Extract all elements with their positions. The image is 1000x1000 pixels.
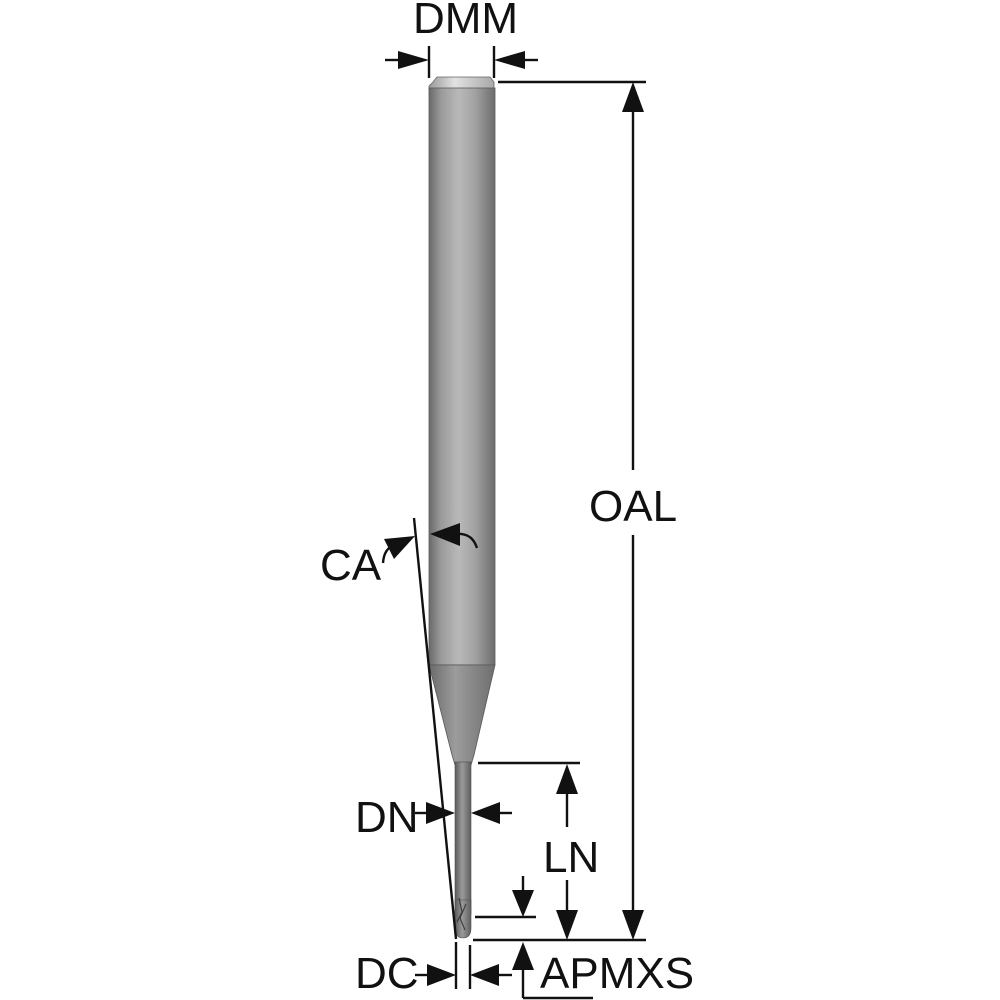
oal-dimension: OAL [498, 80, 677, 940]
dn-label: DN [355, 793, 419, 842]
shank-chamfer [428, 76, 495, 91]
shank [428, 87, 496, 666]
dmm-dimension: DMM [385, 0, 538, 78]
oal-label: OAL [589, 482, 677, 531]
ln-label: LN [543, 833, 599, 882]
dc-label: DC [355, 949, 419, 998]
ca-label: CA [320, 541, 382, 590]
apmxs-label: APMXS [540, 949, 694, 998]
ln-dimension: LN [478, 761, 599, 940]
cutting-head [454, 899, 472, 939]
apmxs-dimension: APMXS [473, 876, 694, 1000]
dc-dimension: DC [355, 942, 512, 998]
dn-dimension: DN [355, 793, 512, 842]
ca-dimension: CA [320, 517, 479, 940]
end-mill-tool [428, 76, 496, 939]
dmm-label: DMM [413, 0, 518, 43]
neck [454, 761, 472, 915]
taper [428, 664, 496, 766]
